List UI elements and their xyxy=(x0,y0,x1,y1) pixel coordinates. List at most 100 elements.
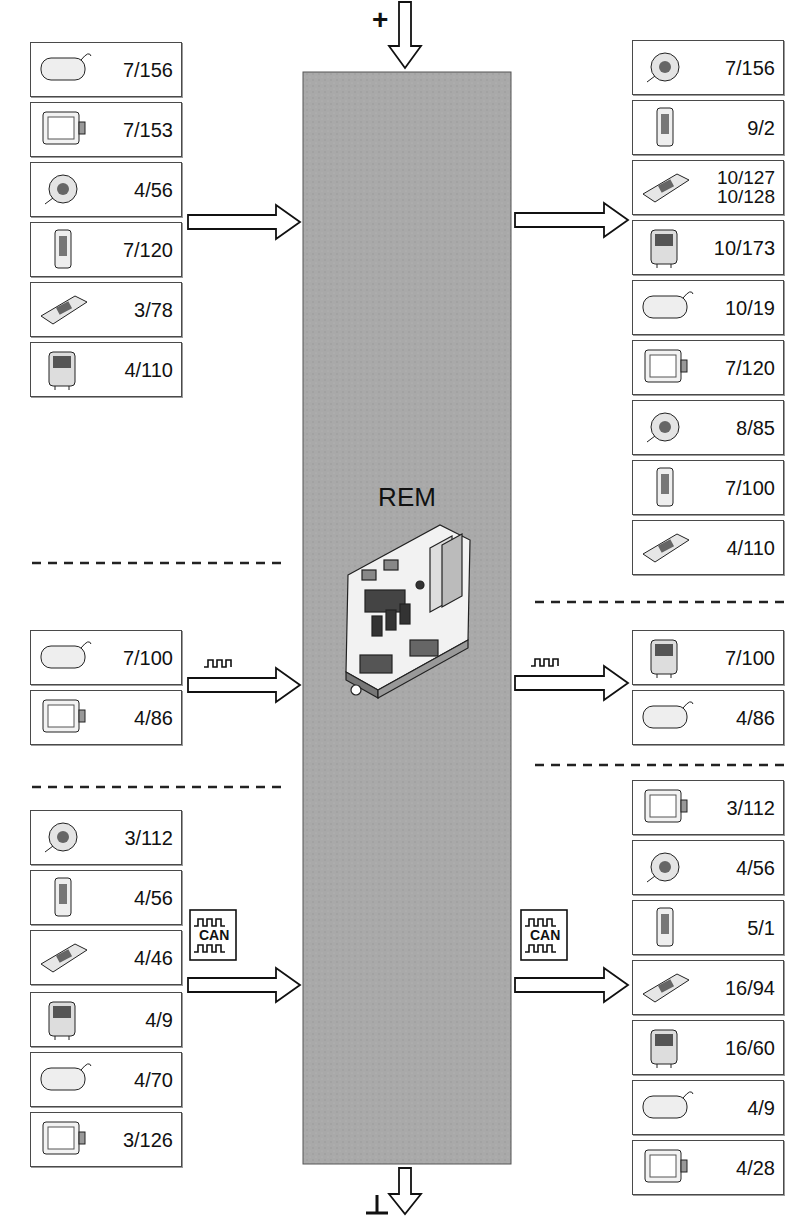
flow-arrows xyxy=(188,203,628,1002)
component-box: 7/100 xyxy=(632,460,784,515)
bus-label: CAN xyxy=(198,928,230,942)
reference-number: 4/46 xyxy=(134,947,173,968)
component-icon xyxy=(637,224,695,270)
component-icon xyxy=(637,784,695,830)
reference-number: 7/100 xyxy=(123,647,173,668)
reference-number: 5/1 xyxy=(747,917,775,938)
component-icon xyxy=(637,634,695,680)
component-icon xyxy=(637,164,695,210)
component-icon xyxy=(637,284,695,330)
component-icon xyxy=(35,874,93,920)
module-name: REM xyxy=(303,482,511,513)
component-icon xyxy=(35,106,93,152)
component-box: 4/70 xyxy=(30,1052,182,1107)
component-icon xyxy=(35,226,93,272)
supply-sign: + xyxy=(372,4,388,36)
component-box: 5/1 xyxy=(632,900,784,955)
component-box: 7/100 xyxy=(30,630,182,685)
component-box: 7/120 xyxy=(30,222,182,277)
component-icon xyxy=(35,46,93,92)
component-icon xyxy=(637,1144,695,1190)
component-box: 3/78 xyxy=(30,282,182,337)
component-icon xyxy=(35,814,93,860)
reference-number: 10/127 10/128 xyxy=(709,168,775,208)
rem-band-fill xyxy=(303,72,511,1164)
reference-number: 7/156 xyxy=(123,59,173,80)
reference-number: 4/70 xyxy=(134,1069,173,1090)
reference-number: 3/112 xyxy=(726,797,775,818)
component-icon xyxy=(35,286,93,332)
signal-icons xyxy=(190,659,567,960)
reference-number: 7/153 xyxy=(123,119,173,140)
reference-number: 3/112 xyxy=(124,827,173,848)
component-box: 4/9 xyxy=(30,992,182,1047)
reference-number: 4/56 xyxy=(134,887,173,908)
reference-number: 4/110 xyxy=(726,537,775,558)
component-box: 10/127 10/128 xyxy=(632,160,784,215)
component-icon xyxy=(637,904,695,950)
component-icon xyxy=(35,166,93,212)
reference-number: 4/28 xyxy=(736,1157,775,1178)
component-box: 3/126 xyxy=(30,1112,182,1167)
reference-number: 7/120 xyxy=(725,357,775,378)
bus-label: CAN xyxy=(529,928,561,942)
component-icon xyxy=(637,524,695,570)
component-icon xyxy=(35,694,93,740)
component-box: 4/28 xyxy=(632,1140,784,1195)
component-box: 4/86 xyxy=(632,690,784,745)
reference-number: 3/126 xyxy=(123,1129,173,1150)
reference-number: 10/19 xyxy=(725,297,775,318)
component-box: 4/9 xyxy=(632,1080,784,1135)
reference-number: 16/60 xyxy=(725,1037,775,1058)
component-icon xyxy=(637,404,695,450)
component-box: 7/100 xyxy=(632,630,784,685)
reference-number: 4/110 xyxy=(124,359,173,380)
reference-number: 4/86 xyxy=(134,707,173,728)
component-icon xyxy=(637,1024,695,1070)
component-icon xyxy=(637,1084,695,1130)
component-icon xyxy=(637,104,695,150)
reference-number: 4/86 xyxy=(736,707,775,728)
reference-number: 4/9 xyxy=(747,1097,775,1118)
component-icon xyxy=(35,634,93,680)
component-icon xyxy=(637,464,695,510)
reference-number: 3/78 xyxy=(134,299,173,320)
component-box: 16/60 xyxy=(632,1020,784,1075)
component-box: 7/153 xyxy=(30,102,182,157)
reference-number: 9/2 xyxy=(747,117,775,138)
component-box: 10/19 xyxy=(632,280,784,335)
pcb-illustration xyxy=(346,525,470,698)
component-box: 7/120 xyxy=(632,340,784,395)
reference-number: 8/85 xyxy=(736,417,775,438)
reference-number: 10/173 xyxy=(714,237,775,258)
component-box: 8/85 xyxy=(632,400,784,455)
component-icon xyxy=(637,694,695,740)
component-icon xyxy=(637,344,695,390)
component-box: 4/110 xyxy=(632,520,784,575)
reference-number: 4/9 xyxy=(145,1009,173,1030)
supply-arrow xyxy=(389,2,421,68)
component-icon xyxy=(637,44,695,90)
control-module-band: REM xyxy=(303,72,511,1164)
reference-number: 7/100 xyxy=(725,647,775,668)
component-box: 4/110 xyxy=(30,342,182,397)
component-box: 16/94 xyxy=(632,960,784,1015)
component-icon xyxy=(637,964,695,1010)
reference-number: 4/56 xyxy=(736,857,775,878)
reference-number: 7/120 xyxy=(123,239,173,260)
reference-number: 16/94 xyxy=(725,977,775,998)
reference-number: 7/156 xyxy=(725,57,775,78)
ground-arrow xyxy=(389,1168,421,1214)
component-icon xyxy=(35,1116,93,1162)
component-icon xyxy=(35,996,93,1042)
component-box: 9/2 xyxy=(632,100,784,155)
component-box: 10/173 xyxy=(632,220,784,275)
component-icon xyxy=(35,1056,93,1102)
reference-number: 7/100 xyxy=(725,477,775,498)
component-box: 4/46 xyxy=(30,930,182,985)
component-box: 7/156 xyxy=(632,40,784,95)
component-box: 4/56 xyxy=(30,870,182,925)
component-box: 3/112 xyxy=(30,810,182,865)
component-icon xyxy=(35,346,93,392)
component-box: 4/86 xyxy=(30,690,182,745)
